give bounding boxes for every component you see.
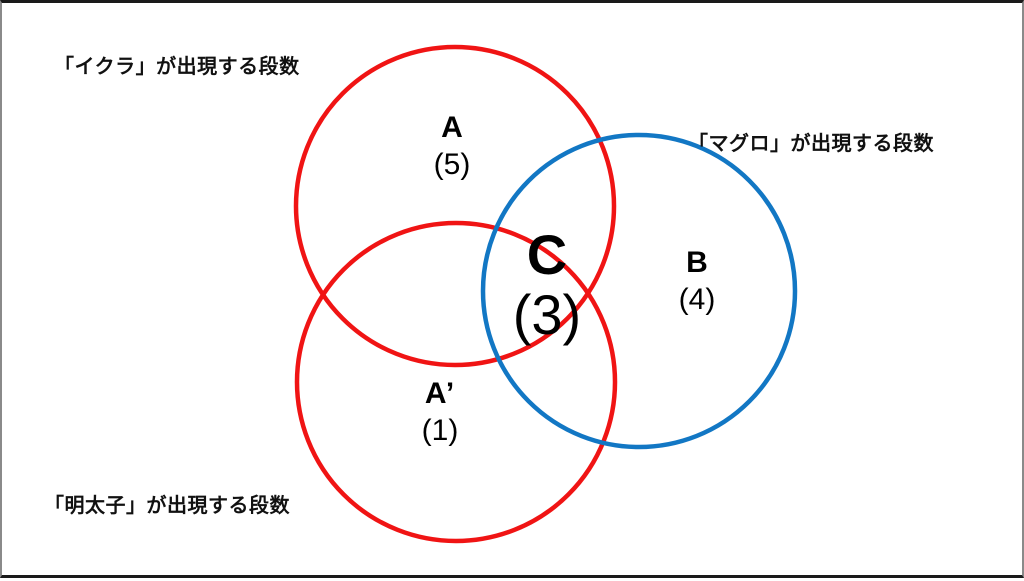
region-name-c: C [526,223,568,286]
region-label-a: A (5) [397,110,507,183]
region-label-b: B (4) [642,245,752,318]
region-label-a-prime: A’ (1) [380,376,500,449]
region-name-a-prime: A’ [424,377,456,410]
venn-diagram [293,44,798,544]
region-name-b: B [686,246,708,279]
caption-maguro: 「マグロ」が出現する段数 [688,131,934,155]
region-label-c: C (3) [472,221,622,350]
circle-maguro [480,132,798,450]
region-count-a: (5) [433,147,471,181]
region-count-c: (3) [512,283,582,347]
region-count-b: (4) [678,282,716,316]
caption-mentaiko: 「明太子」が出現する段数 [44,493,290,517]
caption-ikura: 「イクラ」が出現する段数 [54,54,300,78]
circle-mentaiko [294,220,618,544]
circle-ikura [293,44,617,368]
region-count-a-prime: (1) [421,413,459,447]
region-name-a: A [441,111,463,144]
